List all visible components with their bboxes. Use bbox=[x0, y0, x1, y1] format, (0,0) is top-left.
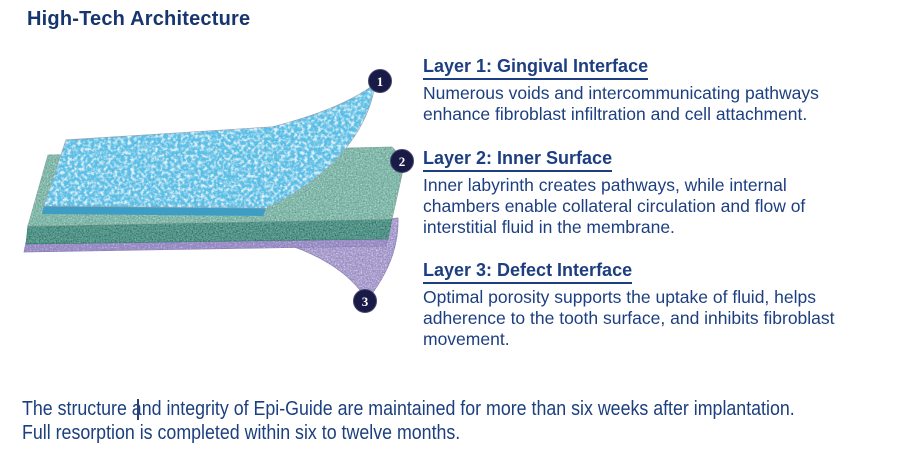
footer-line: Full resorption is completed within six … bbox=[22, 422, 461, 444]
page-title: High-Tech Architecture bbox=[27, 8, 251, 30]
layer2-body: Inner labyrinth creates pathways, while … bbox=[423, 175, 805, 238]
footer-paragraph: The structure and integrity of Epi-Guide… bbox=[22, 397, 795, 445]
layer2-heading: Layer 2: Inner Surface bbox=[423, 148, 613, 172]
badge-3: 3 bbox=[353, 289, 377, 313]
layer1-blue-under-edge bbox=[42, 206, 266, 216]
layer1-blue-sponge bbox=[43, 82, 376, 209]
layer3-body: Optimal porosity supports the uptake of … bbox=[423, 287, 835, 350]
layer1-description: Layer 1: Gingival Interface Numerous voi… bbox=[423, 56, 819, 125]
badge-1: 1 bbox=[368, 69, 392, 93]
layer2-body-line: chambers enable collateral circulation a… bbox=[423, 196, 806, 216]
layer3-body-line: adherence to the tooth surface, and inhi… bbox=[423, 308, 835, 328]
text-cursor bbox=[137, 399, 139, 420]
badge-1-number: 1 bbox=[377, 74, 384, 89]
badge-3-number: 3 bbox=[362, 294, 369, 309]
layer2-body-line: interstitial fluid in the membrane. bbox=[423, 217, 675, 237]
badge-2-number: 2 bbox=[399, 154, 406, 169]
layer2-description: Layer 2: Inner Surface Inner labyrinth c… bbox=[423, 148, 805, 238]
footer-line: The structure and integrity of Epi-Guide… bbox=[22, 398, 795, 420]
layer1-body: Numerous voids and intercommunicating pa… bbox=[423, 83, 819, 125]
layer2-body-line: Inner labyrinth creates pathways, while … bbox=[423, 175, 787, 195]
layer3-heading: Layer 3: Defect Interface bbox=[423, 260, 633, 284]
layer3-body-line: movement. bbox=[423, 329, 510, 349]
layer3-description: Layer 3: Defect Interface Optimal porosi… bbox=[423, 260, 835, 350]
layer1-body-line: enhance fibroblast infiltration and cell… bbox=[423, 104, 808, 124]
layer1-body-line: Numerous voids and intercommunicating pa… bbox=[423, 83, 819, 103]
membrane-layers-illustration: 1 2 3 bbox=[23, 69, 414, 313]
badge-2: 2 bbox=[390, 149, 414, 173]
layer3-body-line: Optimal porosity supports the uptake of … bbox=[423, 287, 816, 307]
layer1-heading: Layer 1: Gingival Interface bbox=[423, 56, 649, 80]
